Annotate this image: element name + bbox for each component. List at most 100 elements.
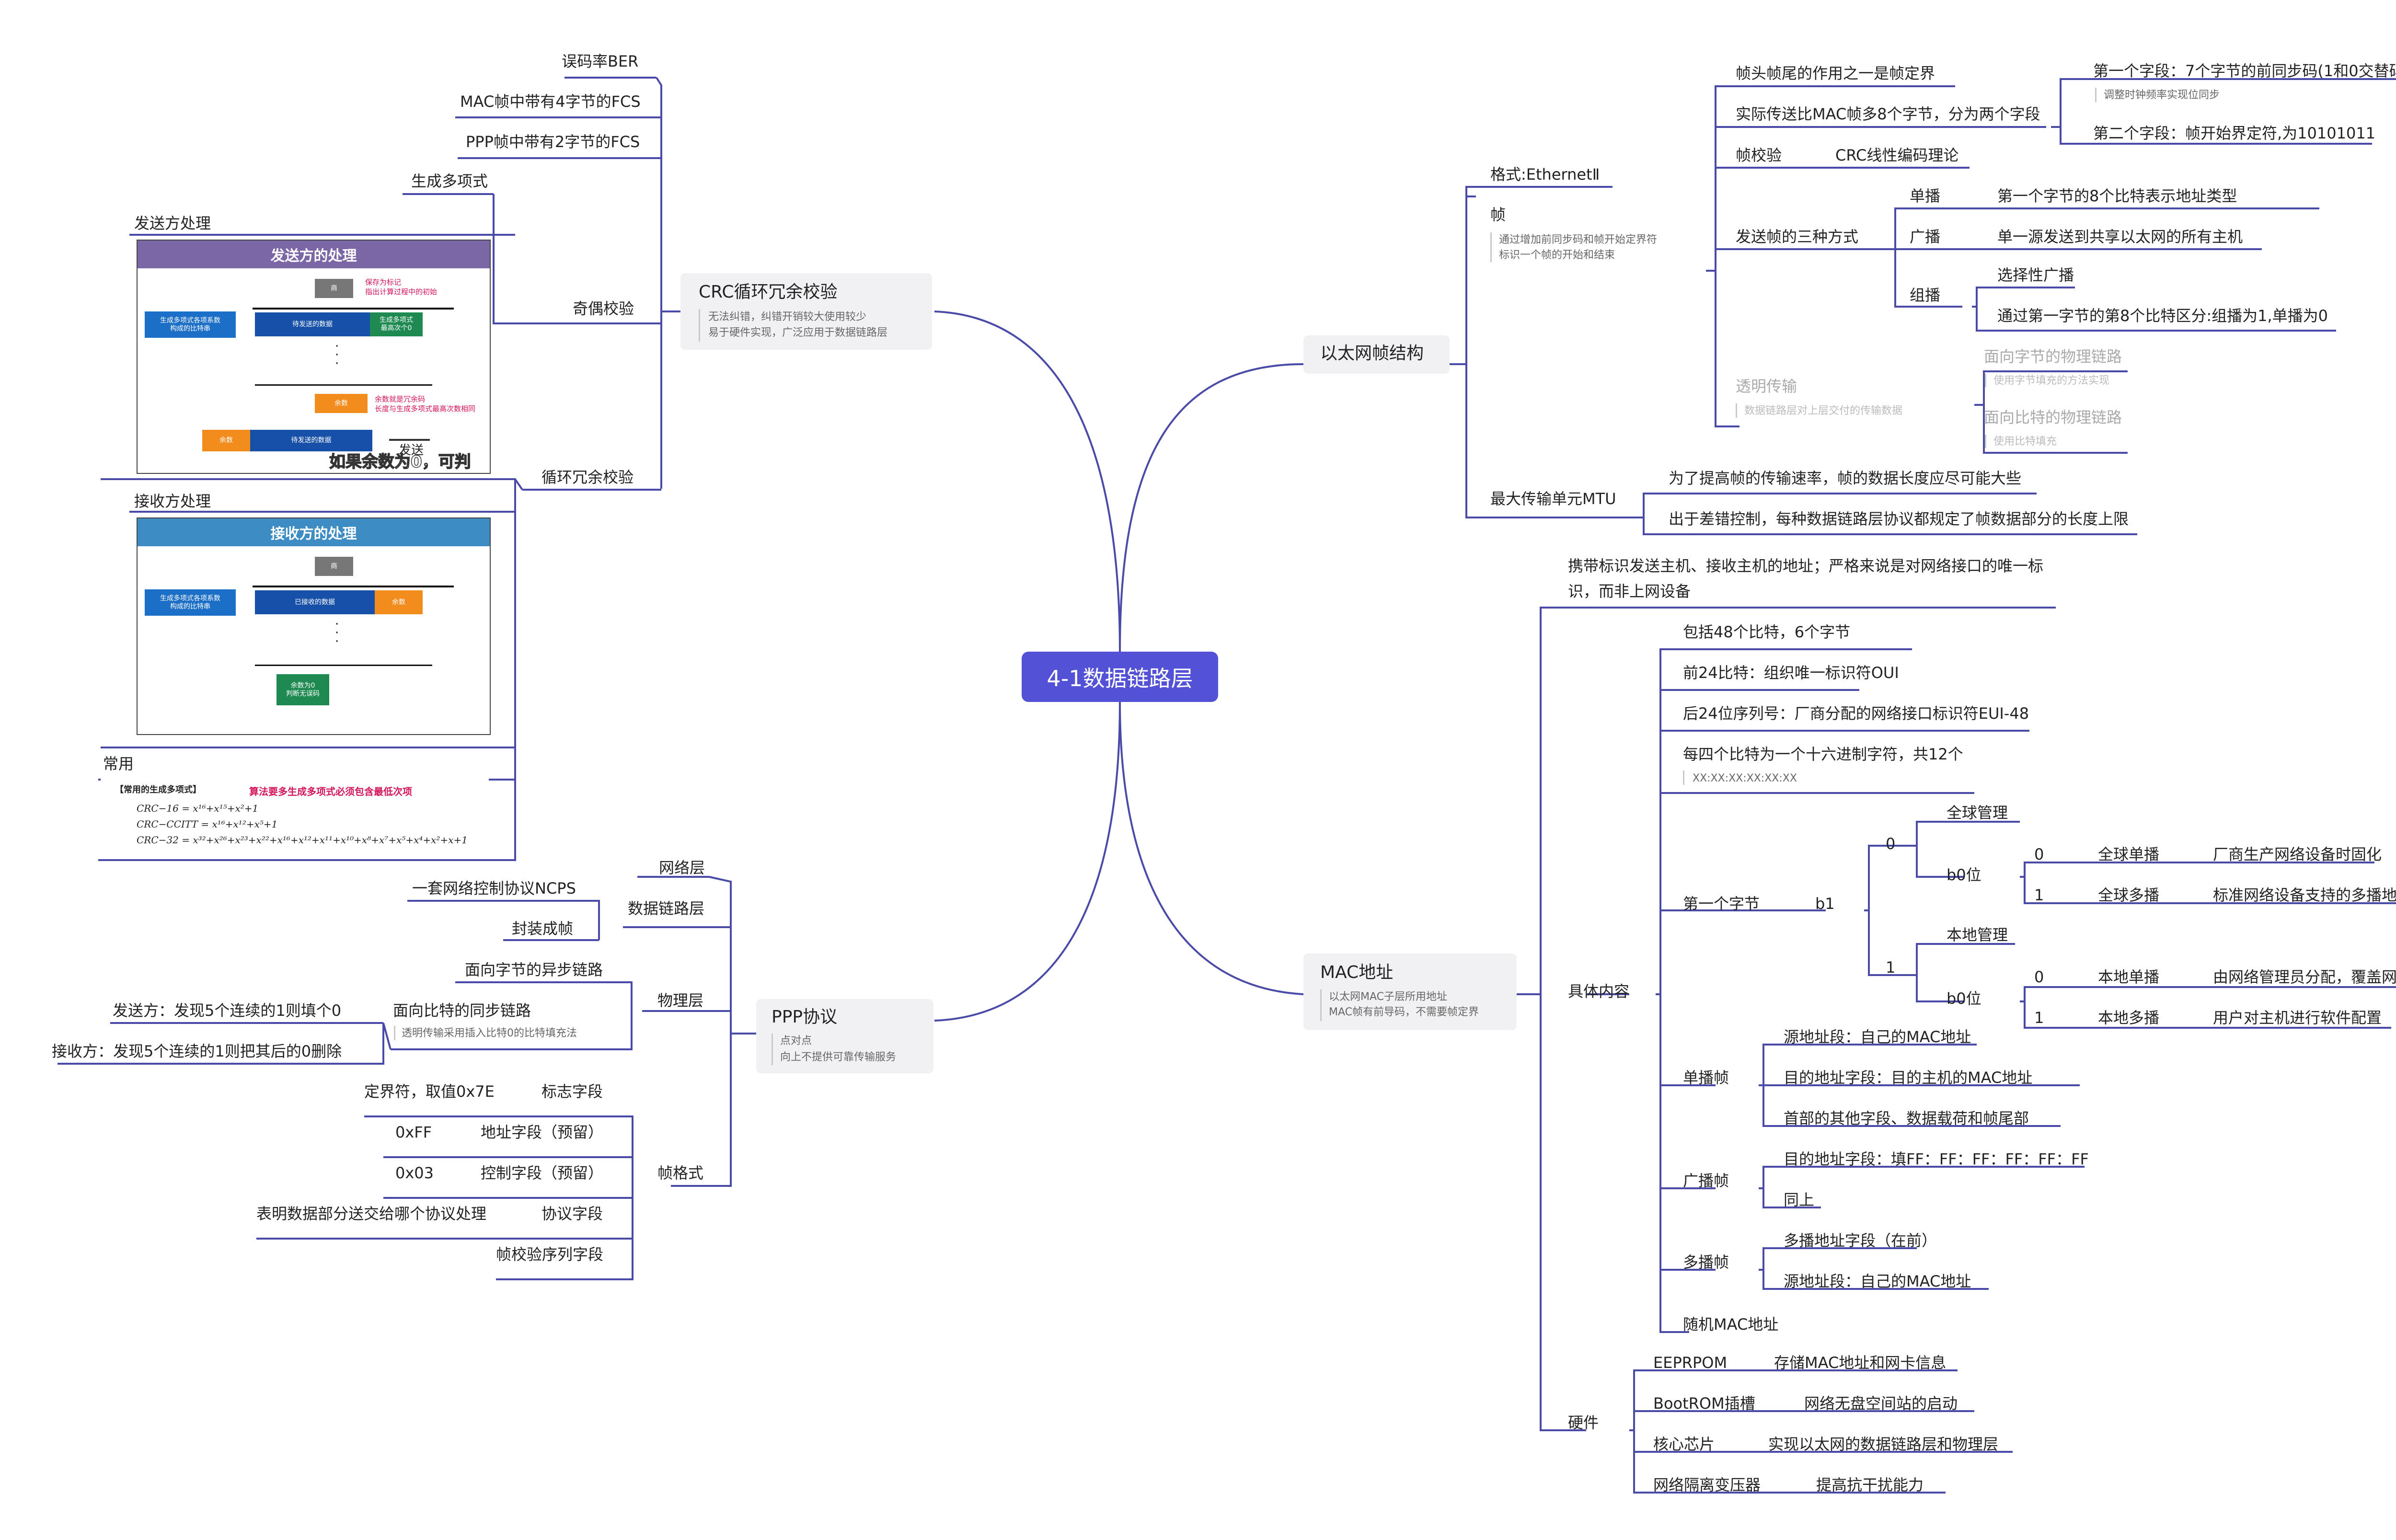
ppp-ctrl-field[interactable]: 控制字段（预留） xyxy=(481,1164,604,1182)
ppp-fcs-field[interactable]: 帧校验序列字段 xyxy=(496,1245,604,1264)
mac-global-unicast[interactable]: 全球单播 xyxy=(2098,845,2160,863)
eth-field1[interactable]: 第一个字段：7个字节的前同步码(1和0交替码) xyxy=(2093,62,2396,80)
mac-unicast-frame[interactable]: 单播帧 xyxy=(1683,1069,1729,1087)
ppp-async-link[interactable]: 面向字节的异步链路 xyxy=(465,961,603,979)
eth-mtu-1[interactable]: 为了提高帧的传输速率，帧的数据长度应尽可能大些 xyxy=(1669,469,2022,487)
mac-b1[interactable]: b1 xyxy=(1815,895,1835,913)
crc-check[interactable]: 循环冗余校验 xyxy=(541,468,634,486)
mac-random[interactable]: 随机MAC地址 xyxy=(1683,1315,1779,1333)
mac-48bits[interactable]: 包括48个比特，6个字节 xyxy=(1683,623,1851,641)
eth-frame[interactable]: 帧 xyxy=(1490,206,1506,224)
mac-oui[interactable]: 前24比特：组织唯一标识符OUI xyxy=(1683,664,1899,682)
mac-b0-global[interactable]: b0位 xyxy=(1947,866,1981,884)
eth-multicast-desc-2[interactable]: 通过第一字节的第8个比特区分:组播为1,单播为0 xyxy=(1997,307,2328,325)
eth-transparent[interactable]: 透明传输 xyxy=(1736,377,1797,395)
eth-multicast[interactable]: 组播 xyxy=(1910,286,1941,304)
mac-b0-global-one[interactable]: 1 xyxy=(2034,886,2044,904)
eth-broadcast[interactable]: 广播 xyxy=(1910,228,1941,246)
ppp-flag-field[interactable]: 标志字段 xyxy=(541,1082,603,1101)
mac-multicast-src[interactable]: 源地址段：自己的MAC地址 xyxy=(1784,1272,1971,1290)
mac-topic[interactable] xyxy=(1303,954,1517,1030)
crc-mac-fcs[interactable]: MAC帧中带有4字节的FCS xyxy=(460,92,641,111)
mac-local-unicast[interactable]: 本地单播 xyxy=(2098,968,2160,986)
eth-unicast-desc[interactable]: 第一个字节的8个比特表示地址类型 xyxy=(1997,187,2237,205)
mac-b1-zero[interactable]: 0 xyxy=(1886,835,1896,853)
eth-byte-link[interactable]: 面向字节的物理链路 xyxy=(1984,347,2122,366)
mac-global-unicast-desc[interactable]: 厂商生产网络设备时固化 xyxy=(2213,845,2382,863)
ppp-addr-value[interactable]: 0xFF xyxy=(395,1123,432,1141)
eth-mtu[interactable]: 最大传输单元MTU xyxy=(1490,490,1616,508)
ppp-receiver-rule[interactable]: 接收方：发现5个连续的1则把其后的0删除 xyxy=(52,1042,342,1060)
mac-b0-local-one[interactable]: 1 xyxy=(2034,1009,2044,1027)
mac-eui[interactable]: 后24位序列号：厂商分配的网络接口标识符EUI-48 xyxy=(1683,704,2029,723)
ppp-encapsulate[interactable]: 封装成帧 xyxy=(512,919,574,938)
mac-global[interactable]: 全球管理 xyxy=(1947,804,2008,822)
eth-mtu-2[interactable]: 出于差错控制，每种数据链路层协议都规定了帧数据部分的长度上限 xyxy=(1669,510,2129,528)
ppp-network-layer[interactable]: 网络层 xyxy=(659,859,705,877)
mac-bootrom-desc[interactable]: 网络无盘空间站的启动 xyxy=(1804,1394,1958,1413)
mac-local[interactable]: 本地管理 xyxy=(1947,926,2008,944)
ppp-addr-field[interactable]: 地址字段（预留） xyxy=(481,1123,604,1141)
mac-src[interactable]: 源地址段：自己的MAC地址 xyxy=(1784,1028,1971,1046)
mac-broadcast-frame[interactable]: 广播帧 xyxy=(1683,1172,1729,1190)
ppp-ncps[interactable]: 一套网络控制协议NCPS xyxy=(412,879,576,897)
mac-local-multicast[interactable]: 本地多播 xyxy=(2098,1009,2160,1027)
central-topic[interactable]: 4-1数据链路层 xyxy=(1022,652,1218,702)
mac-global-multicast-desc[interactable]: 标准网络设备支持的多播地址 xyxy=(2213,886,2396,904)
mac-dst[interactable]: 目的地址字段：目的主机的MAC地址 xyxy=(1784,1069,2033,1087)
eth-header-delimit[interactable]: 帧头帧尾的作用之一是帧定界 xyxy=(1736,64,1935,82)
mac-hex[interactable]: 每四个比特为一个十六进制字符，共12个 xyxy=(1683,745,1963,763)
eth-multicast-desc-1[interactable]: 选择性广播 xyxy=(1997,266,2074,284)
crc-ppp-fcs[interactable]: PPP帧中带有2字节的FCS xyxy=(466,133,640,151)
mac-first-byte[interactable]: 第一个字节 xyxy=(1683,895,1760,913)
ppp-flag-value[interactable]: 定界符，取值0x7E xyxy=(364,1082,495,1101)
mac-b0-local-zero[interactable]: 0 xyxy=(2034,968,2044,986)
mac-desc-line-1[interactable]: 携带标识发送主机、接收主机的地址；严格来说是对网络接口的唯一标 xyxy=(1568,557,2044,575)
mac-local-unicast-desc[interactable]: 由网络管理员分配，覆盖网络接口 xyxy=(2213,968,2396,986)
eth-field2[interactable]: 第二个字段：帧开始界定符,为10101011 xyxy=(2093,124,2376,142)
mac-multicast-frame[interactable]: 多播帧 xyxy=(1683,1253,1729,1271)
mac-transformer-desc[interactable]: 提高抗干扰能力 xyxy=(1816,1476,1924,1494)
crc-gen-poly[interactable]: 生成多项式 xyxy=(411,172,488,190)
eth-bit-link[interactable]: 面向比特的物理链路 xyxy=(1984,408,2122,426)
mac-chip-desc[interactable]: 实现以太网的数据链路层和物理层 xyxy=(1768,1435,1999,1453)
eth-extra-bytes[interactable]: 实际传送比MAC帧多8个字节，分为两个字段 xyxy=(1736,105,2040,123)
eth-format[interactable]: 格式:EthernetⅡ xyxy=(1490,165,1600,184)
mac-content[interactable]: 具体内容 xyxy=(1568,982,1630,1000)
crc-parity[interactable]: 奇偶校验 xyxy=(573,299,634,318)
mac-header[interactable]: 首部的其他字段、数据载荷和帧尾部 xyxy=(1784,1109,2029,1127)
mac-b0-local[interactable]: b0位 xyxy=(1947,989,1981,1008)
eth-unicast[interactable]: 单播 xyxy=(1910,187,1941,205)
mac-eeprom[interactable]: EEPRPOM xyxy=(1653,1354,1728,1372)
crc-topic[interactable] xyxy=(680,273,932,350)
crc-common[interactable]: 常用 xyxy=(103,755,134,773)
ppp-proto-value[interactable]: 表明数据部分送交给哪个协议处理 xyxy=(256,1205,487,1223)
mac-hardware[interactable]: 硬件 xyxy=(1568,1414,1599,1432)
mac-chip[interactable]: 核心芯片 xyxy=(1653,1435,1715,1453)
ppp-frame-format[interactable]: 帧格式 xyxy=(657,1164,704,1182)
ppp-sender-rule[interactable]: 发送方：发现5个连续的1则填个0 xyxy=(113,1001,342,1020)
mac-transformer[interactable]: 网络隔离变压器 xyxy=(1653,1476,1761,1494)
mac-bootrom[interactable]: BootROM插槽 xyxy=(1653,1394,1755,1413)
eth-three-modes[interactable]: 发送帧的三种方式 xyxy=(1736,228,1859,246)
crc-sender[interactable]: 发送方处理 xyxy=(134,214,211,232)
eth-broadcast-desc[interactable]: 单一源发送到共享以太网的所有主机 xyxy=(1997,228,2243,246)
mac-b1-one[interactable]: 1 xyxy=(1886,958,1896,977)
crc-ber[interactable]: 误码率BER xyxy=(562,52,639,70)
mac-global-multicast[interactable]: 全球多播 xyxy=(2098,886,2160,904)
mac-broadcast-same[interactable]: 同上 xyxy=(1784,1191,1815,1209)
eth-frame-check[interactable]: 帧校验 xyxy=(1736,146,1782,164)
eth-topic[interactable] xyxy=(1303,335,1450,374)
ppp-ctrl-value[interactable]: 0x03 xyxy=(395,1164,434,1182)
ppp-sync-link[interactable]: 面向比特的同步链路 xyxy=(393,1001,531,1020)
ppp-physical-layer[interactable]: 物理层 xyxy=(657,991,704,1010)
mac-local-multicast-desc[interactable]: 用户对主机进行软件配置 xyxy=(2213,1009,2382,1027)
mac-multicast-addr[interactable]: 多播地址字段（在前） xyxy=(1784,1231,1937,1250)
ppp-datalink-layer[interactable]: 数据链路层 xyxy=(628,899,705,918)
mac-desc-line-2[interactable]: 识，而非上网设备 xyxy=(1568,582,1691,600)
ppp-proto-field[interactable]: 协议字段 xyxy=(541,1205,603,1223)
crc-receiver[interactable]: 接收方处理 xyxy=(134,492,211,510)
mac-b0-global-zero[interactable]: 0 xyxy=(2034,845,2044,863)
mac-broadcast-dst[interactable]: 目的地址字段：填FF：FF：FF：FF：FF：FF xyxy=(1784,1150,2089,1168)
eth-crc-theory[interactable]: CRC线性编码理论 xyxy=(1835,146,1959,164)
